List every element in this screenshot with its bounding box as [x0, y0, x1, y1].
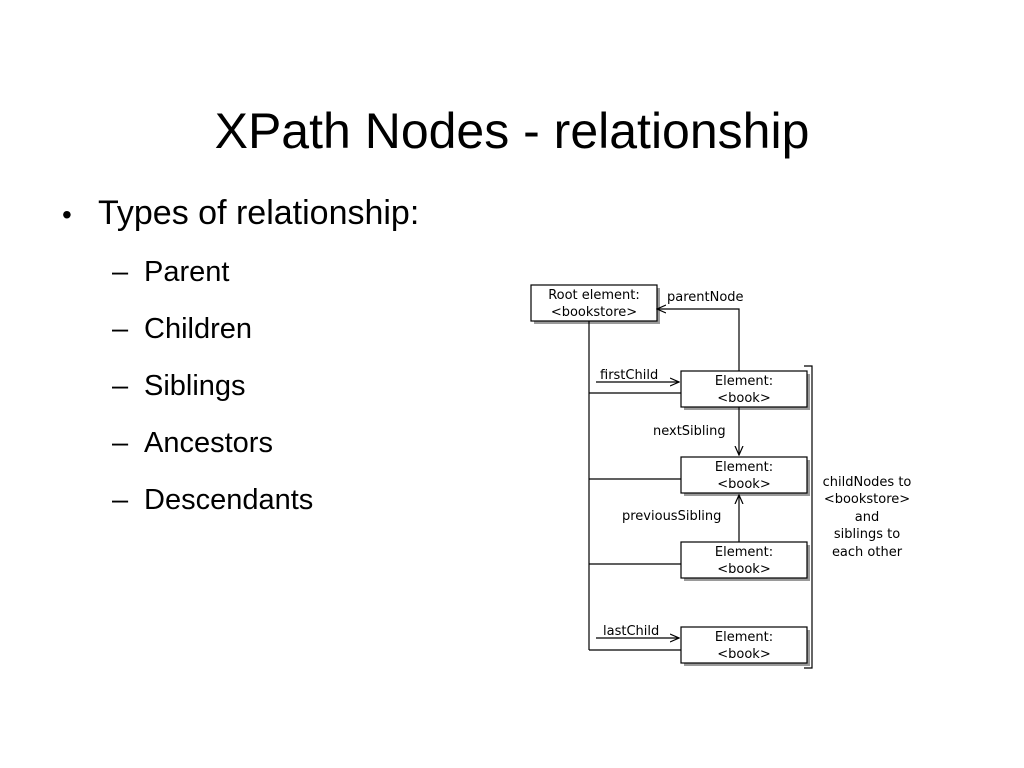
element-line-1: Element: — [715, 460, 773, 475]
element-line-1: Element: — [715, 545, 773, 560]
siblings-bracket — [804, 365, 813, 669]
root-line-2: <bookstore> — [551, 305, 637, 320]
dash-marker: – — [112, 484, 129, 516]
node-box — [680, 370, 808, 408]
bullet-marker: • — [62, 199, 72, 230]
bracket-note: childNodes to <bookstore> and siblings t… — [823, 475, 912, 560]
bracket-note-line-3: and — [855, 510, 879, 525]
sub-item-label: Children — [144, 313, 252, 345]
dash-marker: – — [112, 427, 129, 459]
parent-node-label: parentNode — [667, 290, 744, 305]
element-node-4: Element: <book> — [680, 626, 810, 666]
last-child-label: lastChild — [603, 624, 659, 639]
sub-item-label: Descendants — [144, 484, 314, 516]
sub-item-descendants: – Descendants — [112, 472, 522, 529]
parent-node-arrow — [657, 309, 740, 371]
sub-item-label: Parent — [144, 256, 230, 288]
node-box — [530, 284, 658, 322]
sub-bullet-list: – Parent – Children – Siblings – Ancesto… — [112, 244, 522, 529]
element-line-2: <book> — [717, 477, 770, 492]
bracket-note-line-2: <bookstore> — [824, 492, 910, 507]
node-box — [680, 456, 808, 494]
element-node-1: Element: <book> — [680, 370, 810, 410]
bullet-item-types: • Types of relationship: — [62, 190, 522, 238]
sub-item-parent: – Parent — [112, 244, 522, 301]
element-line-2: <book> — [717, 562, 770, 577]
bullet-text: Types of relationship: — [98, 194, 420, 232]
element-line-2: <book> — [717, 647, 770, 662]
bracket-note-line-4: siblings to — [834, 527, 900, 542]
sub-item-label: Siblings — [144, 370, 246, 402]
root-element-node: Root element: <bookstore> — [530, 284, 660, 324]
previous-sibling-label: previousSibling — [622, 509, 721, 524]
node-box — [680, 541, 808, 579]
element-line-1: Element: — [715, 630, 773, 645]
root-line-1: Root element: — [548, 288, 640, 303]
dash-marker: – — [112, 256, 129, 288]
element-node-2: Element: <book> — [680, 456, 810, 496]
element-node-3: Element: <book> — [680, 541, 810, 581]
bullet-list: • Types of relationship: – Parent – Chil… — [62, 190, 522, 529]
element-line-2: <book> — [717, 391, 770, 406]
first-child-label: firstChild — [600, 368, 658, 383]
bracket-note-line-1: childNodes to — [823, 475, 912, 490]
node-box — [680, 626, 808, 664]
dash-marker: – — [112, 313, 129, 345]
sub-item-ancestors: – Ancestors — [112, 415, 522, 472]
sub-item-label: Ancestors — [144, 427, 273, 459]
element-line-1: Element: — [715, 374, 773, 389]
next-sibling-label: nextSibling — [653, 424, 726, 439]
sub-item-siblings: – Siblings — [112, 358, 522, 415]
slide-title: XPath Nodes - relationship — [214, 102, 810, 159]
sub-item-children: – Children — [112, 301, 522, 358]
bracket-note-line-5: each other — [832, 545, 903, 560]
dash-marker: – — [112, 370, 129, 402]
